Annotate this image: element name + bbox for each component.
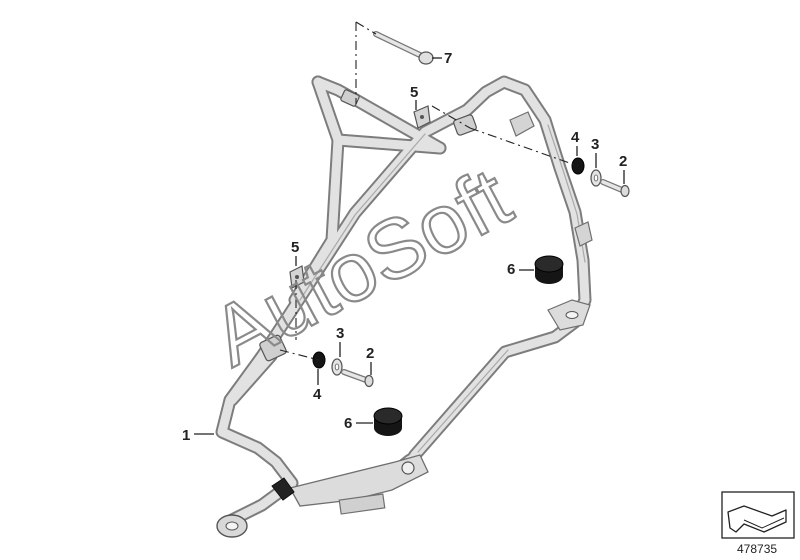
callout-6-upper: 6 (507, 261, 515, 278)
callout-6-lower: 6 (344, 415, 352, 432)
clip-nut-part-5-lower (289, 265, 305, 289)
callout-3-lower: 3 (336, 325, 344, 342)
clip-nut-part-5-upper (413, 105, 431, 129)
callouts: 7 5 4 3 2 5 6 3 2 4 6 1 (182, 50, 627, 444)
arrow-frame-icon (727, 505, 787, 533)
assembly-lines (279, 21, 579, 361)
reference-number: 478735 (737, 542, 777, 556)
callout-5-lower: 5 (291, 239, 299, 256)
callout-7: 7 (444, 50, 452, 67)
callout-2-lower: 2 (366, 345, 374, 362)
reference-box: 478735 (721, 491, 795, 556)
bolt-part-7 (373, 31, 434, 65)
rubber-buffer-part-6-lower (373, 407, 403, 436)
callout-1: 1 (182, 427, 190, 444)
callout-4-upper: 4 (571, 129, 580, 146)
side-bracket (259, 89, 593, 362)
callout-3-upper: 3 (591, 136, 599, 153)
mounting-plate (216, 454, 429, 538)
callout-4-lower: 4 (313, 386, 322, 403)
watermark-text: AutoSoft (196, 150, 525, 384)
callout-5-upper: 5 (410, 84, 418, 101)
rubber-buffer-part-6-upper (534, 255, 564, 284)
callout-2-upper: 2 (619, 153, 627, 170)
fastener-set-lower (312, 351, 374, 388)
